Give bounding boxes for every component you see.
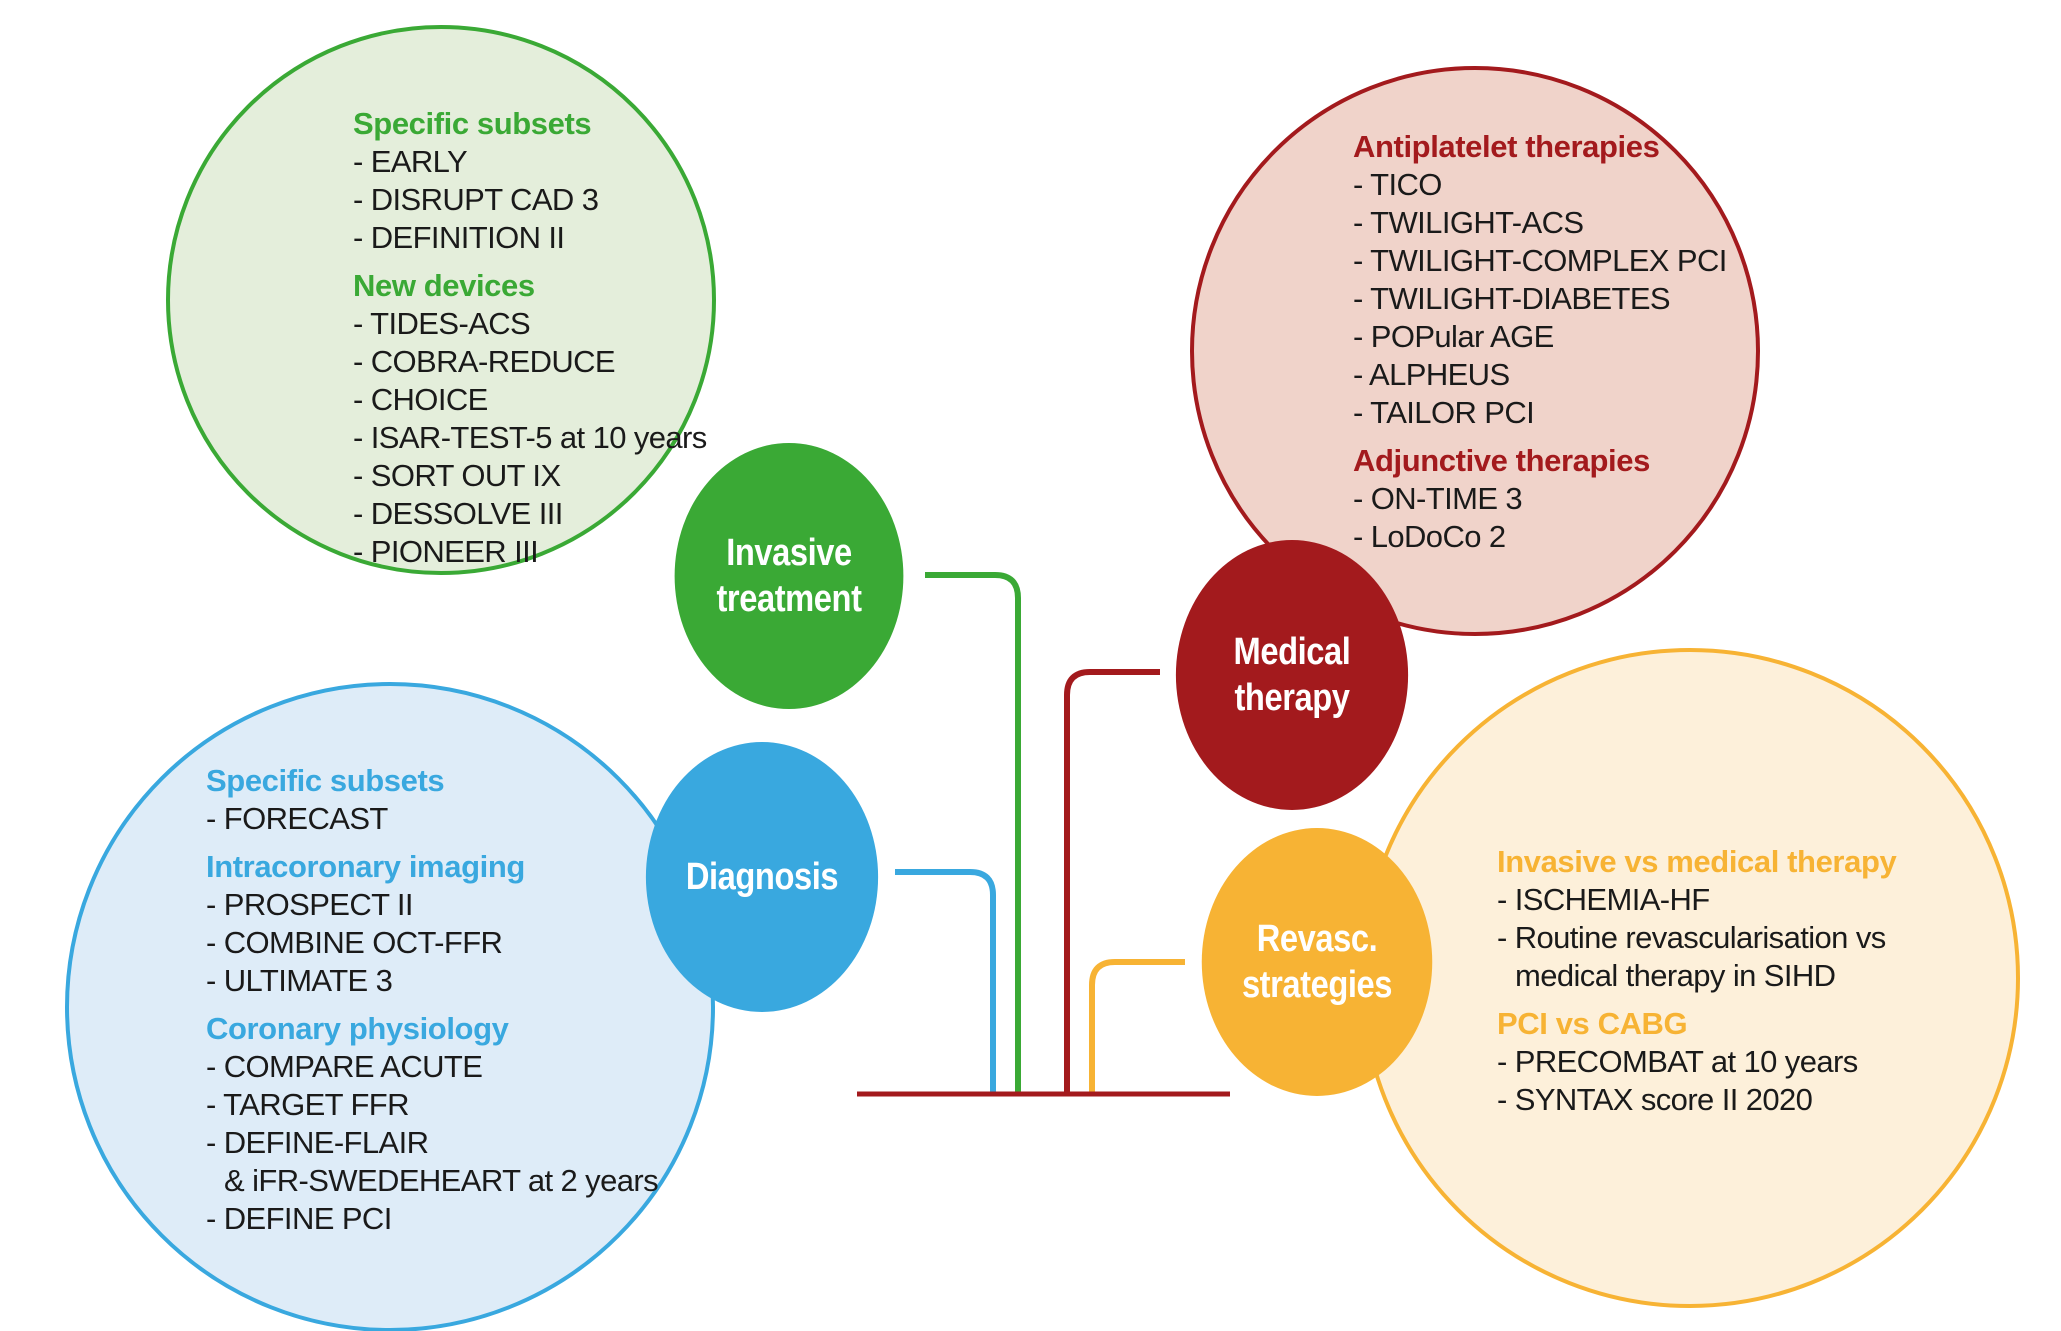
revasc-strategies-bubble xyxy=(1360,648,2020,1308)
invasive-connector xyxy=(925,572,1021,1094)
revasc-list-item: - Routine revascularisation vs xyxy=(1497,920,1886,955)
diagnosis-list: Specific subsets- FORECAST Intracoronary … xyxy=(206,762,659,1238)
invasive-group-heading: New devices xyxy=(353,268,535,303)
diagnosis-list-item: - PROSPECT II xyxy=(206,887,414,922)
revasc-list-item: - PRECOMBAT at 10 years xyxy=(1497,1044,1858,1079)
revasc-strategies-list: Invasive vs medical therapy- ISCHEMIA-HF… xyxy=(1497,843,1897,1119)
medical-list-item: - ON-TIME 3 xyxy=(1353,481,1523,516)
diagnosis-list-item: - ULTIMATE 3 xyxy=(206,963,393,998)
invasive-treatment-bubble xyxy=(166,25,716,575)
invasive-list-item: - PIONEER III xyxy=(353,534,539,569)
diagnosis-list-item: & iFR-SWEDEHEART at 2 years xyxy=(224,1163,659,1198)
diagnosis-list-item: - COMBINE OCT-FFR xyxy=(206,925,503,960)
diagnosis-list-item: - DEFINE-FLAIR xyxy=(206,1125,429,1160)
invasive-list-item: - CHOICE xyxy=(353,382,488,417)
revasc-strategies-hub[interactable]: Revasc. strategies xyxy=(1201,828,1433,1096)
invasive-list-item: - ISAR-TEST-5 at 10 years xyxy=(353,420,707,455)
medical-list-item: - ALPHEUS xyxy=(1353,357,1510,392)
invasive-treatment-hub[interactable]: Invasive treatment xyxy=(674,443,904,709)
invasive-list-item: - TIDES-ACS xyxy=(353,306,531,341)
revasc-group-heading: Invasive vs medical therapy xyxy=(1497,844,1897,879)
diagnosis-list-item: - COMPARE ACUTE xyxy=(206,1049,483,1084)
medical-therapy-hub[interactable]: Medical therapy xyxy=(1175,540,1409,810)
revasc-list-item: - SYNTAX score II 2020 xyxy=(1497,1082,1813,1117)
invasive-list-item: - DEFINITION II xyxy=(353,220,565,255)
diagnosis-hub[interactable]: Diagnosis xyxy=(645,742,879,1012)
invasive-list-item: - EARLY xyxy=(353,144,468,179)
medical-list-item: - LoDoCo 2 xyxy=(1353,519,1506,554)
invasive-list-item: - SORT OUT IX xyxy=(353,458,561,493)
diagnosis-group-heading: Specific subsets xyxy=(206,763,445,798)
revasc-group-heading: PCI vs CABG xyxy=(1497,1006,1688,1041)
invasive-list-item: - DESSOLVE III xyxy=(353,496,563,531)
medical-therapy-list: Antiplatelet therapies- TICO- TWILIGHT-A… xyxy=(1353,128,1727,556)
invasive-group-heading: Specific subsets xyxy=(353,106,592,141)
medical-list-item: - TWILIGHT-DIABETES xyxy=(1353,281,1671,316)
revasc-list-item: - ISCHEMIA-HF xyxy=(1497,882,1710,917)
medical-group-heading: Antiplatelet therapies xyxy=(1353,129,1660,164)
medical-list-item: - TAILOR PCI xyxy=(1353,395,1535,430)
revasc-list-item: medical therapy in SIHD xyxy=(1515,958,1836,993)
invasive-list-item: - DISRUPT CAD 3 xyxy=(353,182,599,217)
diagnosis-bubble xyxy=(65,682,715,1331)
diagnosis-list-item: - TARGET FFR xyxy=(206,1087,410,1122)
medical-connector xyxy=(1064,669,1160,1094)
diagnosis-list-item: - FORECAST xyxy=(206,801,388,836)
invasive-treatment-list: Specific subsets- EARLY- DISRUPT CAD 3- … xyxy=(353,105,707,571)
diagnosis-connector xyxy=(895,869,996,1094)
medical-list-item: - TWILIGHT-COMPLEX PCI xyxy=(1353,243,1727,278)
medical-list-item: - TICO xyxy=(1353,167,1442,202)
diagnosis-group-heading: Coronary physiology xyxy=(206,1011,509,1046)
invasive-list-item: - COBRA-REDUCE xyxy=(353,344,616,379)
diagnosis-group-heading: Intracoronary imaging xyxy=(206,849,525,884)
medical-list-item: - POPular AGE xyxy=(1353,319,1554,354)
medical-list-item: - TWILIGHT-ACS xyxy=(1353,205,1584,240)
diagnosis-list-item: - DEFINE PCI xyxy=(206,1201,392,1236)
revasc-connector xyxy=(1089,959,1185,1094)
medical-group-heading: Adjunctive therapies xyxy=(1353,443,1650,478)
